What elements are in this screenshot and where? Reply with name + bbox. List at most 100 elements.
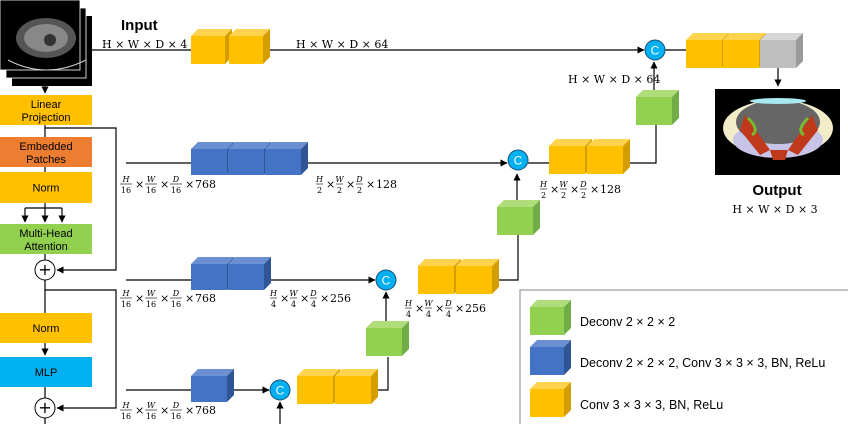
input-ct-image-stack <box>0 0 92 86</box>
svg-text:4: 4 <box>426 310 431 319</box>
green-cube <box>636 90 679 125</box>
svg-text:C: C <box>276 384 285 398</box>
svg-text:W: W <box>289 289 298 298</box>
dimension-label: H4×W4×D4×256 <box>269 289 351 309</box>
svg-text:128: 128 <box>376 178 397 191</box>
svg-text:16: 16 <box>171 412 181 421</box>
svg-text:×: × <box>135 404 144 417</box>
yellow-cube <box>297 369 340 404</box>
svg-text:16: 16 <box>146 300 156 309</box>
encoder-block-label: Norm <box>33 323 60 335</box>
svg-text:W: W <box>147 175 156 184</box>
svg-text:+: + <box>38 260 51 279</box>
svg-text:×: × <box>435 302 444 315</box>
input-title: Input <box>121 17 158 34</box>
svg-text:H: H <box>539 180 548 189</box>
svg-text:D: D <box>355 175 363 184</box>
svg-text:16: 16 <box>171 186 181 195</box>
encoder-block-norm: Norm <box>0 313 92 343</box>
svg-text:×: × <box>570 183 579 196</box>
svg-text:4: 4 <box>406 310 411 319</box>
svg-text:C: C <box>382 274 391 288</box>
svg-text:×: × <box>135 178 144 191</box>
svg-text:16: 16 <box>121 412 131 421</box>
svg-text:16: 16 <box>146 186 156 195</box>
svg-text:W: W <box>147 401 156 410</box>
yellow-cube <box>456 259 499 294</box>
output-title: Output <box>752 182 801 199</box>
svg-text:×: × <box>590 183 599 196</box>
svg-text:×: × <box>160 404 169 417</box>
dimension-label: H16×W16×D16×768 <box>120 289 216 309</box>
encoder-block-label: Multi-Head <box>19 228 72 240</box>
svg-text:16: 16 <box>171 300 181 309</box>
svg-text:H: H <box>315 175 324 184</box>
svg-text:4: 4 <box>291 300 296 309</box>
svg-text:+: + <box>38 398 51 417</box>
svg-text:×: × <box>135 292 144 305</box>
yellow-cube <box>229 29 270 64</box>
output-dims-label: H × W × D × 3 <box>732 203 817 216</box>
svg-text:×: × <box>185 178 194 191</box>
add-node-1: + <box>34 259 56 281</box>
svg-text:16: 16 <box>121 186 131 195</box>
concat-node-2: C <box>507 149 529 171</box>
skip-dims-label: H × W × D × 64 <box>296 38 388 51</box>
svg-text:×: × <box>326 178 335 191</box>
svg-text:W: W <box>147 289 156 298</box>
svg-text:D: D <box>579 180 587 189</box>
svg-text:×: × <box>346 178 355 191</box>
yellow-cube <box>418 259 461 294</box>
svg-text:16: 16 <box>121 300 131 309</box>
svg-text:2: 2 <box>561 191 566 200</box>
output-segmentation-image <box>715 89 840 175</box>
concat-node-3: C <box>375 269 397 291</box>
green-cube <box>366 321 409 356</box>
blue-cube <box>191 142 234 175</box>
svg-text:×: × <box>320 292 329 305</box>
svg-text:W: W <box>559 180 568 189</box>
dimension-label: H4×W4×D4×256 <box>404 299 486 319</box>
dimension-label: H16×W16×D16×768 <box>120 175 216 195</box>
yellow-cube <box>335 369 378 404</box>
blue-cube-icon <box>530 340 571 375</box>
svg-text:D: D <box>172 175 180 184</box>
svg-text:256: 256 <box>330 292 351 305</box>
svg-text:D: D <box>172 289 180 298</box>
svg-text:4: 4 <box>271 300 276 309</box>
svg-text:W: W <box>335 175 344 184</box>
svg-text:4: 4 <box>446 310 451 319</box>
svg-text:256: 256 <box>465 302 486 315</box>
yellow-cube <box>549 139 592 174</box>
dimension-label: H2×W2×D2×128 <box>315 175 397 195</box>
encoder-block-label: Attention <box>24 241 67 253</box>
encoder-block-label: MLP <box>35 367 58 379</box>
svg-text:C: C <box>514 154 523 168</box>
blue-cube <box>228 257 271 290</box>
encoder-block-label: Patches <box>26 154 66 166</box>
green-cube <box>497 200 540 235</box>
encoder-block-label: Projection <box>22 112 71 124</box>
encoder-block-mlp: MLP <box>0 357 92 387</box>
svg-text:768: 768 <box>195 292 216 305</box>
svg-text:×: × <box>160 178 169 191</box>
svg-text:H: H <box>122 175 131 184</box>
svg-text:2: 2 <box>541 191 546 200</box>
svg-text:×: × <box>280 292 289 305</box>
dimension-label: H16×W16×D16×768 <box>120 401 216 421</box>
legend-item-blue: Deconv 2 × 2 × 2, Conv 3 × 3 × 3, BN, Re… <box>530 340 825 375</box>
yellow-cube <box>723 33 766 68</box>
blue-cube <box>191 369 234 402</box>
svg-text:H: H <box>122 289 131 298</box>
encoder-block-label: Norm <box>33 183 60 195</box>
svg-text:2: 2 <box>337 186 342 195</box>
svg-text:H: H <box>404 299 413 308</box>
svg-text:×: × <box>300 292 309 305</box>
svg-text:D: D <box>309 289 317 298</box>
svg-text:2: 2 <box>317 186 322 195</box>
gray-cube <box>760 33 803 68</box>
svg-text:768: 768 <box>195 178 216 191</box>
svg-text:768: 768 <box>195 404 216 417</box>
svg-text:H: H <box>122 401 131 410</box>
